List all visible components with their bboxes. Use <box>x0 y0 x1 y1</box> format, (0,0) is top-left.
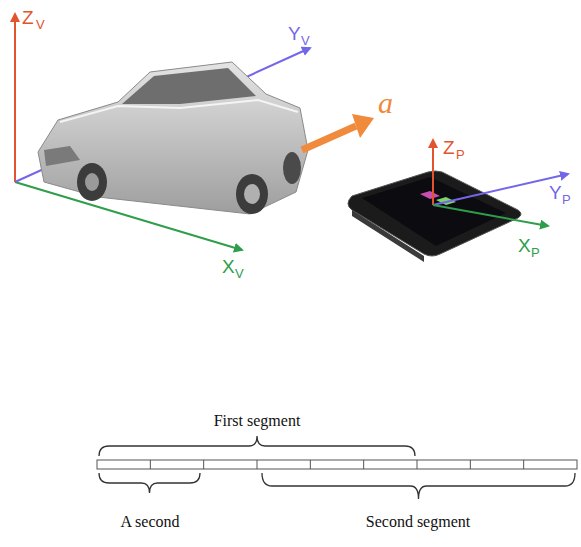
axis-subscript: P <box>531 246 540 259</box>
axis-letter: Z <box>443 138 455 157</box>
timeline-tick <box>150 460 151 469</box>
axis-subscript: V <box>235 267 244 280</box>
brace <box>262 473 575 499</box>
timeline-tick <box>310 460 311 469</box>
axis-subscript: V <box>301 34 310 47</box>
axis-letter: Y <box>288 24 301 43</box>
brace <box>99 473 200 493</box>
axis-letter: Y <box>549 183 562 202</box>
axis-letter: X <box>518 236 531 255</box>
timeline-tick <box>203 460 204 469</box>
timeline-tick <box>470 460 471 469</box>
segment-label: A second <box>120 514 179 530</box>
timeline-tick <box>523 460 524 469</box>
axis-letter: Z <box>22 8 34 27</box>
acceleration-arrow <box>302 126 356 150</box>
timeline-outline <box>97 460 577 469</box>
segment-braces <box>99 436 575 499</box>
acceleration-head <box>352 114 374 138</box>
car-illustration <box>38 62 308 214</box>
axis-subscript: V <box>36 18 45 31</box>
acceleration-label: a <box>378 88 393 118</box>
timeline-tick <box>417 460 418 469</box>
segment-label: Second segment <box>366 514 470 530</box>
brace <box>99 436 415 456</box>
axis-subscript: P <box>456 148 465 161</box>
axis-letter: X <box>222 257 235 276</box>
axis-yp <box>433 174 568 205</box>
timeline-bar <box>97 460 577 469</box>
axis-zp <box>432 140 434 205</box>
timeline-tick <box>257 460 258 469</box>
axis-subscript: P <box>562 193 571 206</box>
axis-zv <box>14 14 16 182</box>
timeline-tick <box>363 460 364 469</box>
axis-xp <box>433 205 548 226</box>
segment-label: First segment <box>214 413 301 429</box>
